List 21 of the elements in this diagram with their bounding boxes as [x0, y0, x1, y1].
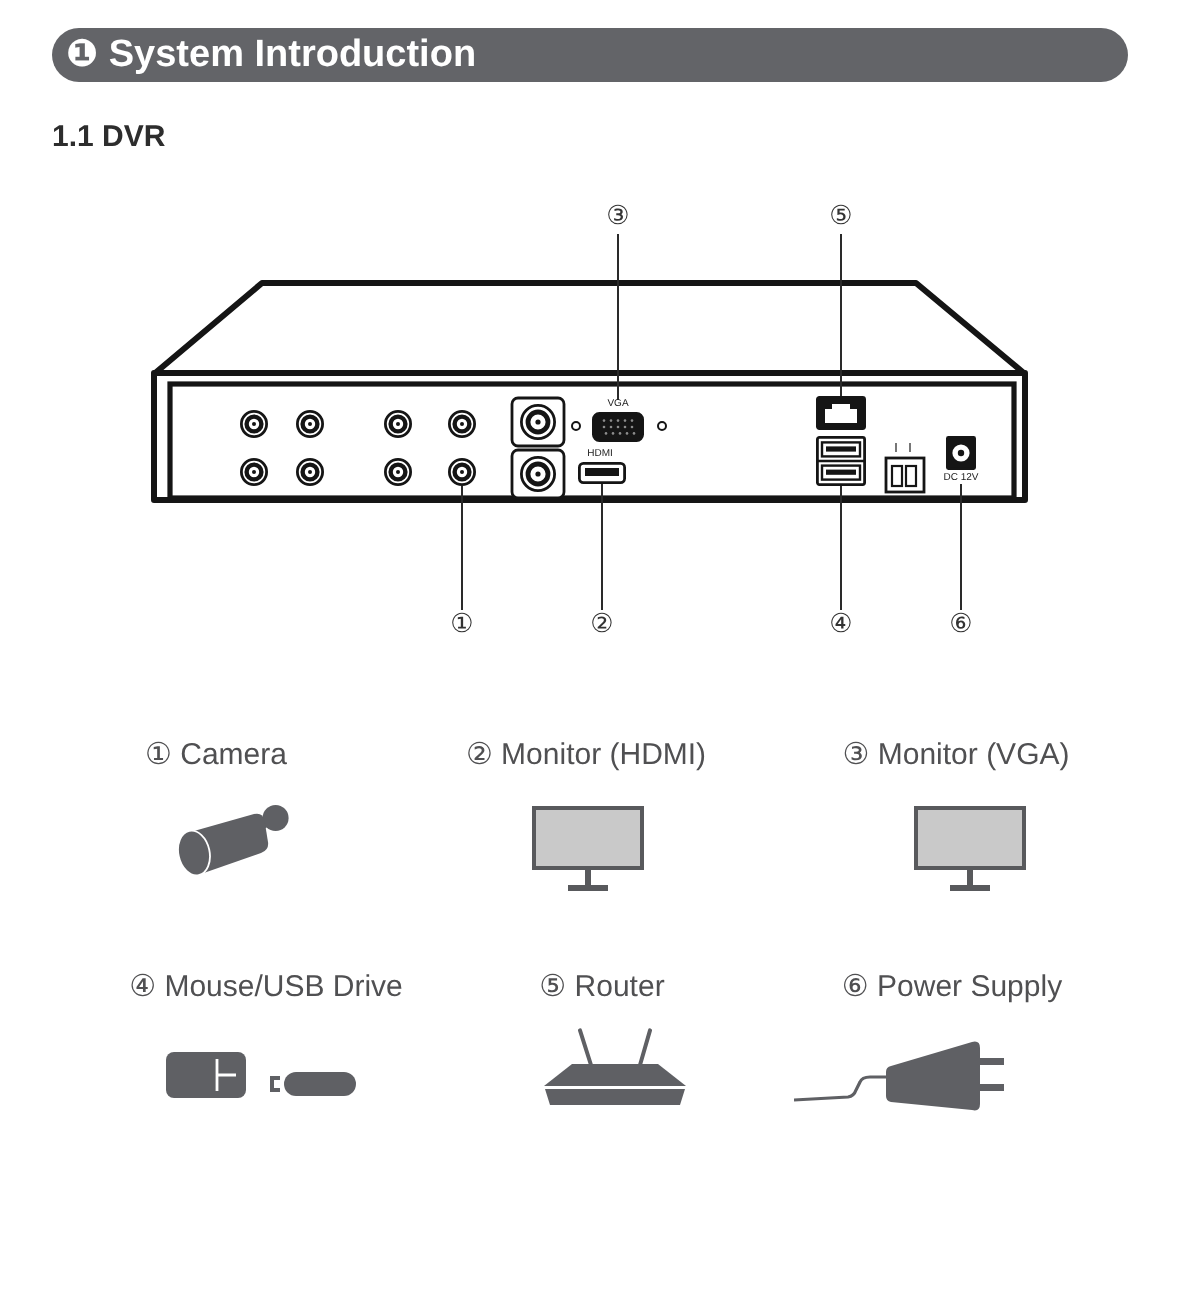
leader-line: [601, 483, 603, 611]
section-subheading: 1.1 DVR: [52, 120, 166, 156]
callout-number: ①: [444, 610, 480, 642]
leader-line: [840, 485, 842, 611]
callout-number: ④: [823, 610, 859, 642]
device-caption: ③ Monitor (VGA): [842, 738, 1070, 774]
device-caption: ⑤ Router: [539, 970, 665, 1006]
callout-number: ③: [600, 202, 636, 234]
dc-power-jack: [946, 436, 976, 470]
leader-line: [960, 483, 962, 611]
device-caption: ① Camera: [145, 738, 287, 774]
callout-number: ②: [584, 610, 620, 642]
leader-line: [840, 233, 842, 397]
callout-number: ⑥: [943, 610, 979, 642]
leader-line: [461, 485, 463, 611]
device-caption: ② Monitor (HDMI): [465, 738, 707, 774]
device-caption: ⑥ Power Supply: [841, 970, 1063, 1006]
section-title-bar: ❶ System Introduction: [52, 28, 1128, 82]
device-caption: ④ Mouse/USB Drive: [129, 970, 403, 1006]
callout-number: ⑤: [823, 202, 859, 234]
leader-line: [617, 233, 619, 401]
